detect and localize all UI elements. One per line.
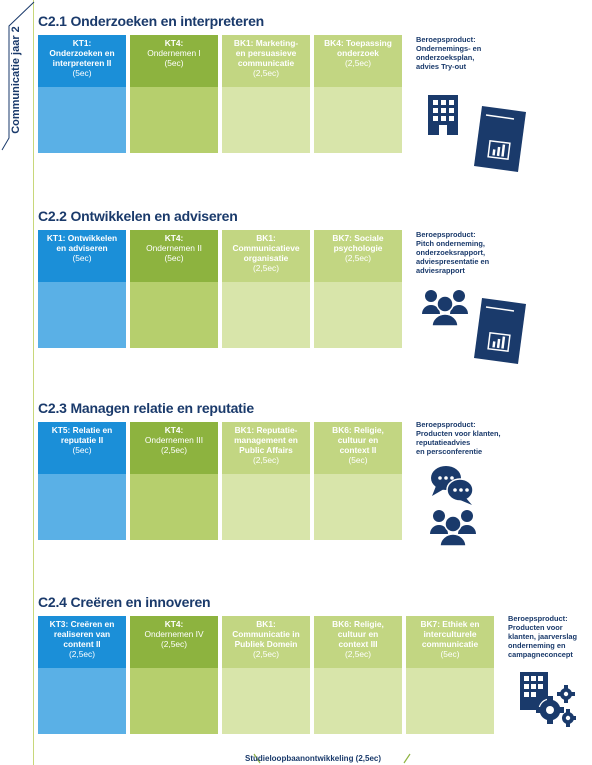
section-c2-1: C2.1 Onderzoeken en interpreteren KT1: O… [38,13,588,172]
course-duration: (5ec) [348,455,368,465]
course-code: BK7: Ethiek en interculturele communicat… [420,619,480,649]
course-block-kt1: KT1: Ontwikkelen en adviseren(5ec) [38,230,126,348]
report-icon [474,298,526,364]
section-title: C2.4 Creëren en innoveren [38,594,211,610]
course-code: BK1: Reputatie- management en Public Aff… [234,425,298,455]
course-code: BK1: Communicatie in Publiek Domein [232,619,300,649]
course-duration: (2,5ec) [344,649,372,659]
course-duration: (2,5ec) [252,649,280,659]
course-code: KT1: Ontwikkelen en adviseren [46,233,118,253]
course-duration: (5ec) [164,253,184,263]
course-code: BK6: Religie, cultuur en context III [332,619,384,649]
course-duration: (5ec) [72,445,92,455]
report-icon [474,106,526,172]
course-block-bk6: BK6: Religie, cultuur en context II(5ec) [314,422,402,540]
course-block-bk1: BK1: Reputatie- management en Public Aff… [222,422,310,540]
course-block-kt3: KT3: Creëren en realiseren van content I… [38,616,126,734]
course-code: BK4: Toepassing onderzoek [324,38,392,58]
course-block-kt4: KT4:Ondernemen III(2,5ec) [130,422,218,540]
course-block-kt5: KT5: Relatie en reputatie II(5ec) [38,422,126,540]
course-code: KT5: Relatie en reputatie II [51,425,113,445]
building-icon [428,95,458,135]
course-code: KT3: Creëren en realiseren van content I… [49,619,115,649]
section-c2-4: C2.4 Creëren en innoveren KT3: Creëren e… [38,594,588,754]
course-name: Ondernemen I [147,48,201,58]
sidebar-divider [1,1,35,151]
building-gears-icon [520,672,576,727]
beroepsproduct-text: Beroepsproduct: Pitch onderneming, onder… [416,230,490,275]
course-block-bk1: BK1:Communicatieve organisatie(2,5ec) [222,230,310,348]
course-name: Communicatieve organisatie [232,243,300,263]
course-code: KT1: Onderzoeken en interpreteren II [49,38,115,68]
section-c2-2: C2.2 Ontwikkelen en adviseren KT1: Ontwi… [38,208,588,373]
course-duration: (2,5ec) [252,455,280,465]
beroepsproduct-text: Beroepsproduct: Ondernemings- en onderzo… [416,35,482,71]
course-block-bk1: BK1: Marketing- en persuasieve communica… [222,35,310,153]
section-title: C2.2 Ontwikkelen en adviseren [38,208,238,224]
sidebar-line [33,0,34,765]
course-block-bk4: BK4: Toepassing onderzoek(2,5ec) [314,35,402,153]
course-duration: (5ec) [72,253,92,263]
course-code: BK7: Sociale psychologie [332,233,384,253]
course-block-kt4: KT4:Ondernemen II(5ec) [130,230,218,348]
course-duration: (2,5ec) [344,253,372,263]
course-name: Ondernemen II [146,243,202,253]
group-icon [422,290,468,326]
course-block-kt1: KT1: Onderzoeken en interpreteren II(5ec… [38,35,126,153]
section-c2-3: C2.3 Managen relatie en reputatie KT5: R… [38,400,588,560]
course-block-kt4: KT4:Ondernemen I(5ec) [130,35,218,153]
footer-slo-label: Studieloopbaanontwikkeling (2,5ec) [245,754,382,763]
course-duration: (2,5ec) [344,58,372,68]
section-title: C2.3 Managen relatie en reputatie [38,400,254,416]
sidebar-label-text: Communicatie jaar 2 [10,25,22,134]
group-icon [430,510,476,546]
course-name: Ondernemen IV [144,629,204,639]
course-duration: (2,5ec) [252,68,280,78]
beroepsproduct-text: Beroepsproduct: Producten voor klanten, … [508,614,578,659]
course-name: Ondernemen III [144,435,204,445]
course-code: BK1: Marketing- en persuasieve communica… [233,38,299,68]
footer-brackets [253,753,411,764]
course-duration: (5ec) [164,58,184,68]
course-code: KT4: [164,619,184,629]
course-duration: (5ec) [440,649,460,659]
chat-icon [431,466,474,505]
course-code: KT4: [164,38,184,48]
course-duration: (2,5ec) [252,263,280,273]
course-block-bk7: BK7: Sociale psychologie(2,5ec) [314,230,402,348]
course-block-bk6: BK6: Religie, cultuur en context III(2,5… [314,616,402,734]
course-duration: (2,5ec) [68,649,96,659]
beroepsproduct-text: Beroepsproduct: Producten voor klanten, … [416,420,501,456]
course-duration: (2,5ec) [160,445,188,455]
course-block-bk7: BK7: Ethiek en interculturele communicat… [406,616,494,734]
course-code: BK6: Religie, cultuur en context II [332,425,384,455]
course-code: KT4: [164,425,184,435]
course-duration: (5ec) [72,68,92,78]
course-code: BK1: [256,233,276,243]
course-block-kt4: KT4:Ondernemen IV(2,5ec) [130,616,218,734]
sidebar-year-label: Communicatie jaar 2 [6,22,26,137]
section-title: C2.1 Onderzoeken en interpreteren [38,13,265,29]
course-code: KT4: [164,233,184,243]
course-block-bk1: BK1: Communicatie in Publiek Domein(2,5e… [222,616,310,734]
course-duration: (2,5ec) [160,639,188,649]
